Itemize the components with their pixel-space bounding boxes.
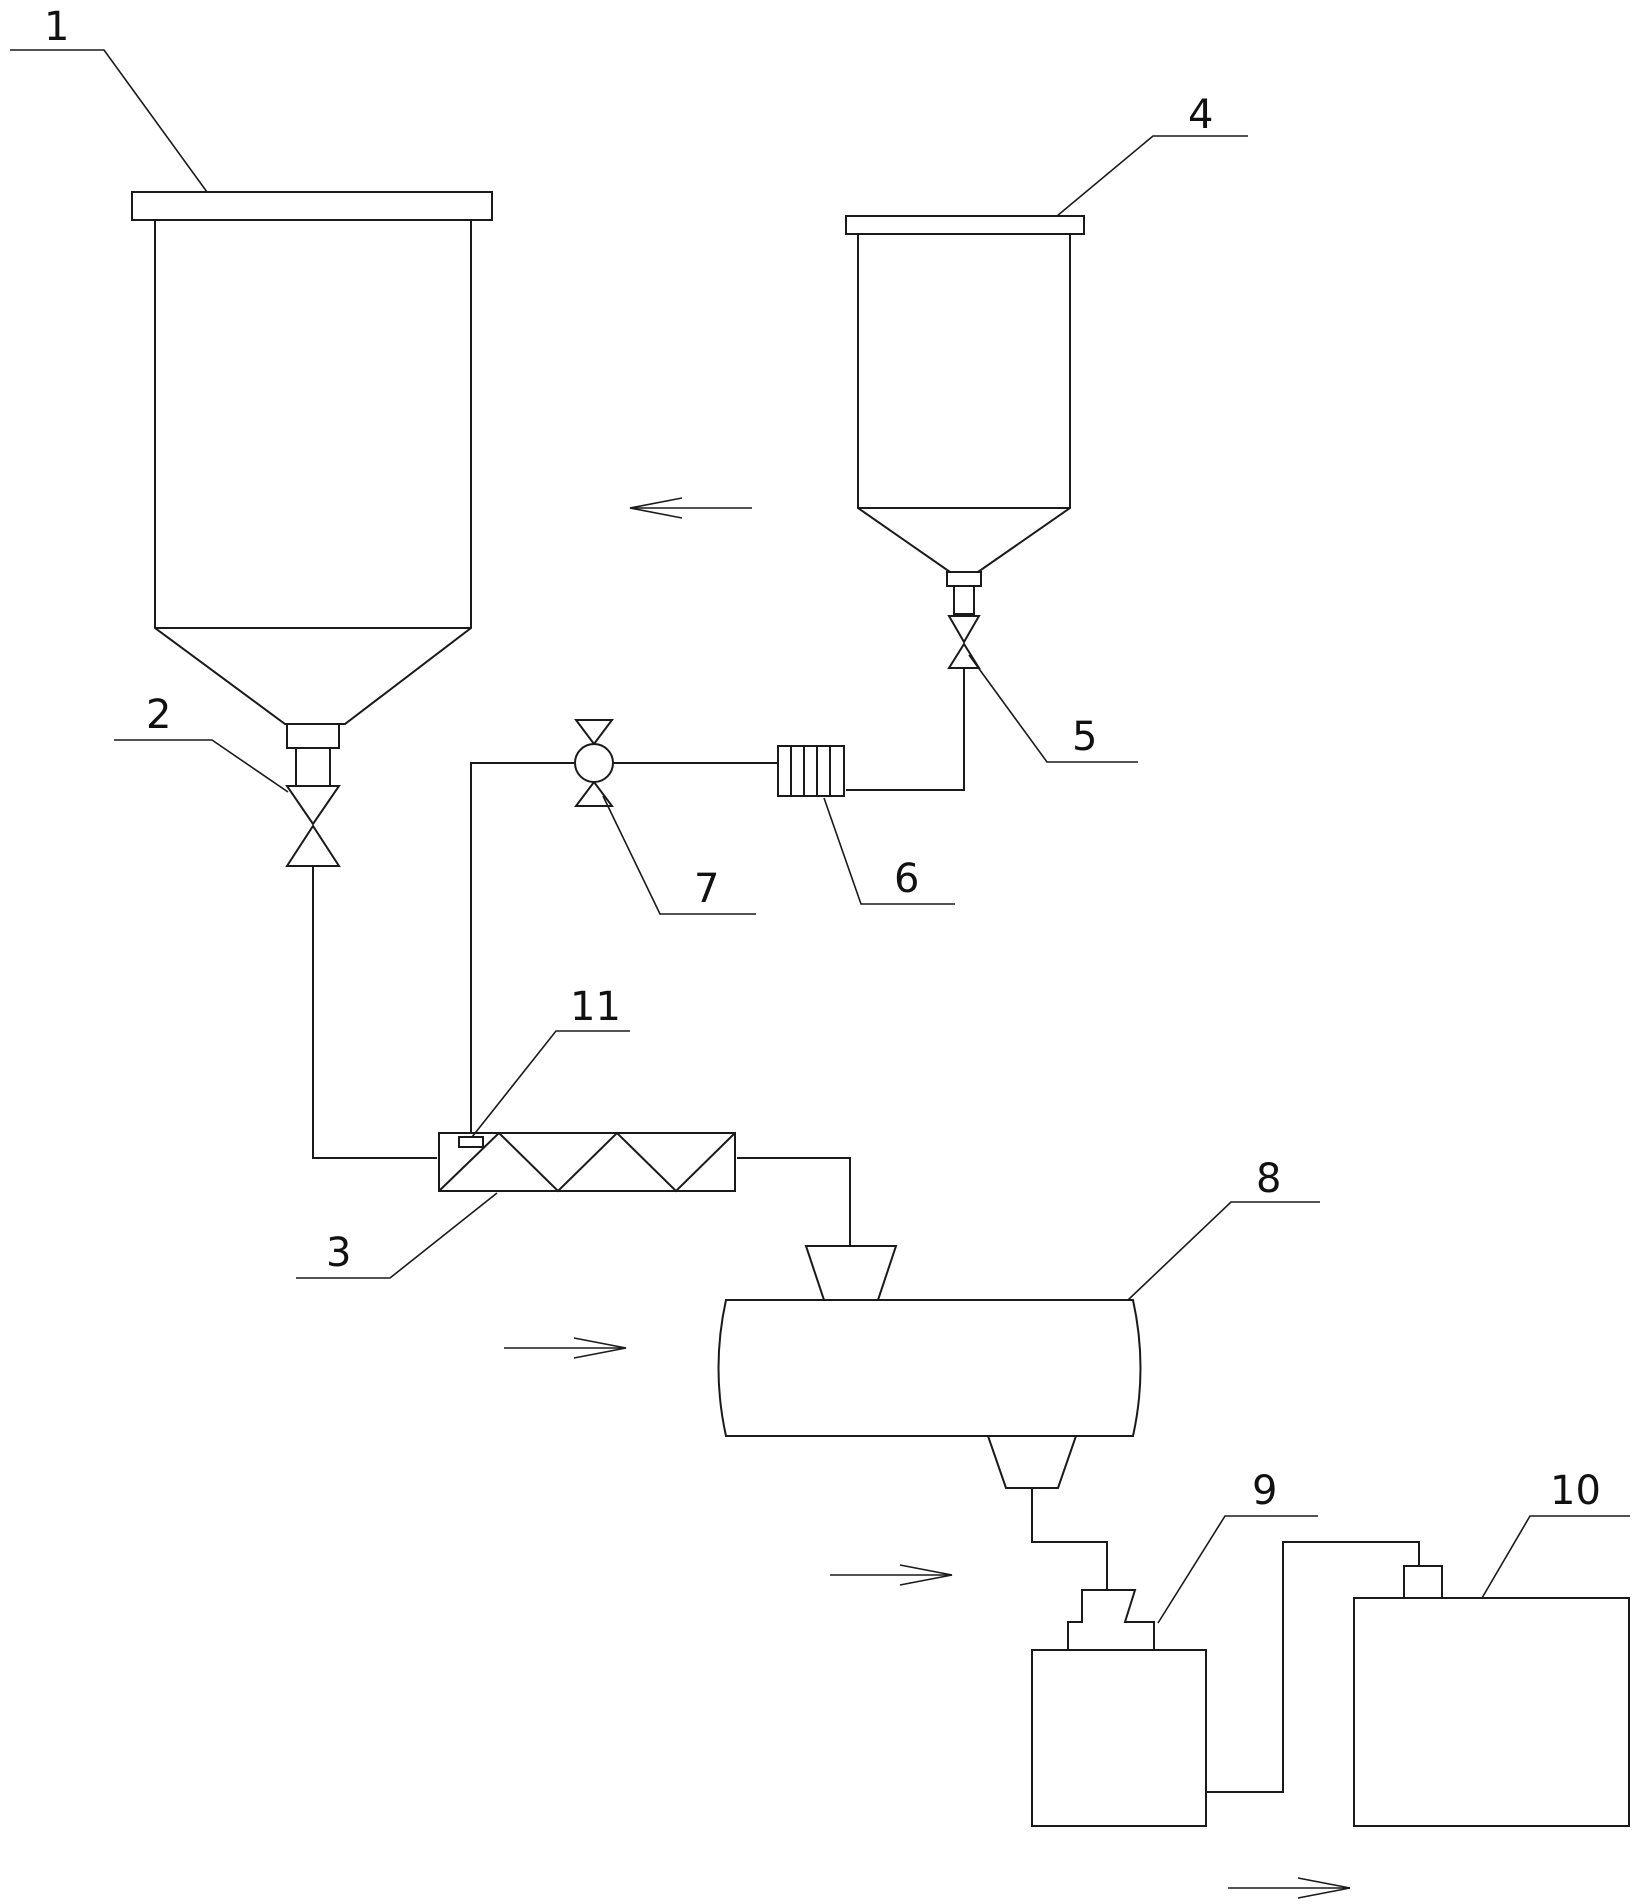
silo-1 bbox=[132, 192, 492, 786]
pipelines bbox=[313, 668, 1419, 1792]
unit-10 bbox=[1354, 1566, 1629, 1826]
label-4: 4 bbox=[1188, 92, 1213, 138]
flow-arrow-right bbox=[1228, 1878, 1350, 1898]
port-11 bbox=[459, 1137, 483, 1147]
mill-8 bbox=[719, 1246, 1141, 1488]
label-2: 2 bbox=[146, 692, 171, 738]
label-7: 7 bbox=[694, 866, 719, 912]
label-8: 8 bbox=[1256, 1156, 1281, 1202]
label-3: 3 bbox=[326, 1230, 351, 1276]
label-10: 10 bbox=[1550, 1468, 1601, 1514]
valve-5 bbox=[949, 616, 979, 668]
label-1: 1 bbox=[44, 4, 69, 50]
flow-arrow-right bbox=[830, 1565, 952, 1585]
unit-9 bbox=[1032, 1590, 1206, 1826]
flow-arrow-left bbox=[630, 498, 752, 518]
label-9: 9 bbox=[1252, 1468, 1277, 1514]
valve-2 bbox=[287, 786, 339, 866]
screw-conveyor-3 bbox=[439, 1133, 735, 1191]
label-5: 5 bbox=[1072, 714, 1097, 760]
flow-arrows bbox=[504, 498, 1350, 1898]
label-6: 6 bbox=[894, 856, 919, 902]
filter-6 bbox=[778, 746, 844, 796]
valve-7 bbox=[575, 720, 613, 806]
label-11: 11 bbox=[570, 984, 621, 1030]
flow-arrow-right bbox=[504, 1338, 626, 1358]
silo-4 bbox=[846, 216, 1084, 614]
